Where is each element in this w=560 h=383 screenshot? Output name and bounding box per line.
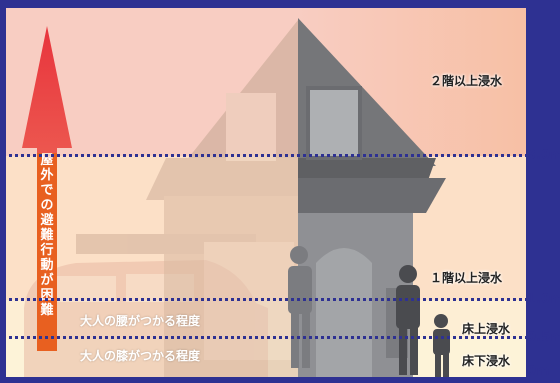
label-second-floor: ２階以上浸水 xyxy=(430,74,503,88)
flood-depth-diagram: 屋外での避難行動が困難 ２階以上浸水 １階以上浸水 床上浸水 床下浸水 大人の腰… xyxy=(6,8,526,380)
marker-0m: 0m xyxy=(527,364,550,379)
label-above-floor: 床上浸水 xyxy=(462,322,511,336)
vertical-glyph: が xyxy=(40,273,54,288)
child-figure xyxy=(433,314,450,377)
label-below-floor: 床下浸水 xyxy=(462,354,511,368)
line-0m xyxy=(6,377,526,380)
line-3m xyxy=(6,154,526,157)
vertical-glyph: の xyxy=(40,198,54,213)
vertical-glyph: 動 xyxy=(40,258,54,273)
vertical-glyph: 外 xyxy=(40,168,54,183)
vertical-glyph: 避 xyxy=(40,213,54,228)
vtext-inner: 屋外での避難行動が困難 xyxy=(37,153,57,318)
vertical-glyph: で xyxy=(40,183,54,198)
label-first-floor: １階以上浸水 xyxy=(430,271,503,285)
label-waist-depth: 大人の腰がつかる程度 xyxy=(80,314,201,328)
vertical-glyph: 難 xyxy=(40,303,54,318)
house-left-half xyxy=(76,20,298,380)
vertical-glyph: 難 xyxy=(40,228,54,243)
line-05m xyxy=(6,336,526,339)
marker-3m: 3.0m xyxy=(527,148,560,163)
house-illustration xyxy=(22,18,450,380)
label-knee-depth: 大人の膝がつかる程度 xyxy=(80,349,201,363)
evacuation-difficult-label: 屋外での避難行動が困難 xyxy=(37,153,57,351)
marker-05m: 0.5m xyxy=(527,330,560,345)
line-1m xyxy=(6,298,526,301)
vertical-glyph: 行 xyxy=(40,243,54,258)
house-right-half xyxy=(298,18,446,380)
adult-figure-2 xyxy=(396,265,420,375)
marker-1m: 1.0m xyxy=(527,292,560,307)
